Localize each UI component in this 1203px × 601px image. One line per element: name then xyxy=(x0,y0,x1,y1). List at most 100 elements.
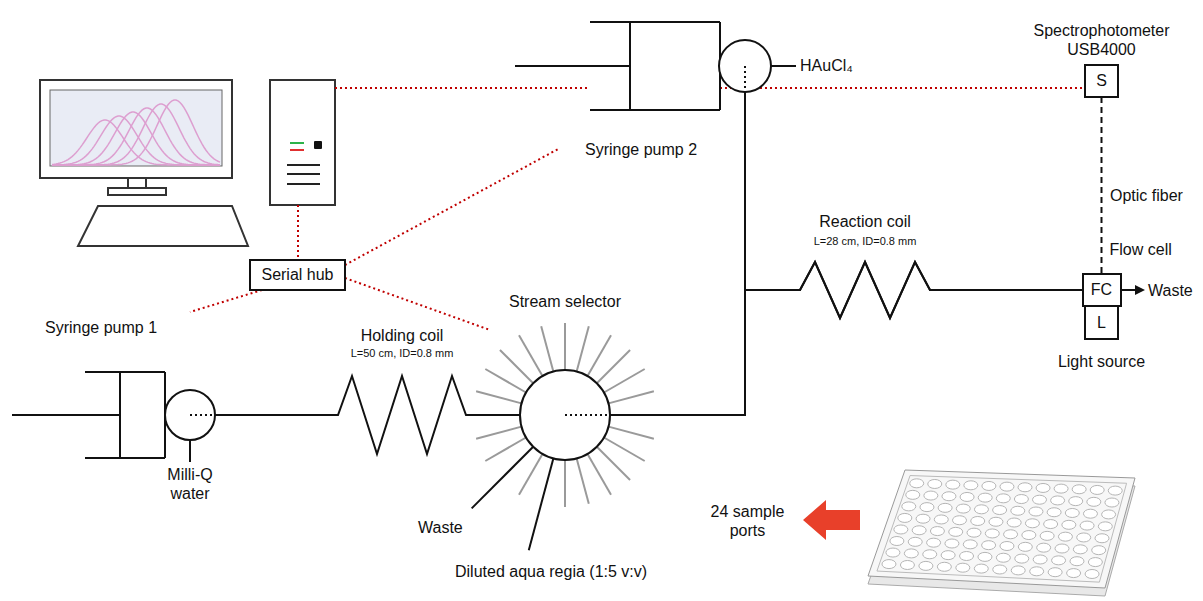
well-plate xyxy=(1080,521,1094,530)
selector-valve-outline xyxy=(520,370,610,460)
selector-port xyxy=(472,447,534,509)
well-plate xyxy=(900,560,914,569)
computer-tower xyxy=(290,149,304,151)
well-plate xyxy=(934,515,948,524)
annotation-label: Waste xyxy=(418,518,463,537)
selector-port xyxy=(608,391,653,403)
spectrum-curve xyxy=(52,100,220,165)
tubing xyxy=(1135,285,1145,295)
selector-valve-outline xyxy=(520,370,610,460)
instrument-box-outline xyxy=(1085,65,1118,97)
annotation-label: Reaction coil xyxy=(805,212,925,231)
well-plate xyxy=(919,561,933,570)
well-plate xyxy=(974,505,988,514)
selector-port xyxy=(541,326,553,371)
well-plate xyxy=(960,492,974,501)
computer-monitor xyxy=(50,90,222,166)
hub-box-outline xyxy=(250,260,345,290)
selector-port xyxy=(608,427,653,439)
selector-port xyxy=(597,350,630,383)
selector-port xyxy=(604,369,645,393)
selector-port xyxy=(588,454,612,495)
well-plate xyxy=(953,516,967,525)
annotation-label: Holding coil xyxy=(342,326,462,345)
selector-port xyxy=(604,438,645,462)
well-plate xyxy=(1108,486,1122,495)
well-plate xyxy=(1095,534,1109,543)
well-plate xyxy=(945,539,959,548)
well-plate xyxy=(1090,485,1104,494)
computer-tower xyxy=(287,164,320,166)
selector-port xyxy=(564,460,566,507)
flow-cell-box-outline xyxy=(1083,274,1121,306)
well-plate xyxy=(1036,483,1050,492)
well-plate xyxy=(971,516,985,525)
well-plate xyxy=(1073,545,1087,554)
well-plate xyxy=(1054,484,1068,493)
selector-valve-outline xyxy=(565,414,610,416)
control-cable xyxy=(345,148,560,265)
computer-monitor xyxy=(108,188,166,195)
well-plate xyxy=(1065,508,1079,517)
syringe-pump-outline xyxy=(165,390,215,440)
well-plate xyxy=(927,538,941,547)
node-label: Serial hub xyxy=(250,260,345,290)
well-plate xyxy=(1070,557,1084,566)
well-plate xyxy=(928,479,942,488)
node-label: FC xyxy=(1083,274,1121,306)
well-plate xyxy=(996,494,1010,503)
well-plate xyxy=(1105,498,1119,507)
well-plate xyxy=(1029,507,1043,516)
well-plate xyxy=(1014,495,1028,504)
well-plate xyxy=(1088,558,1102,567)
syringe-pump-outline xyxy=(12,414,120,416)
well-plate xyxy=(963,540,977,549)
spectrum-curve xyxy=(52,112,220,165)
well-plate xyxy=(898,513,912,522)
well-plate xyxy=(1085,569,1099,578)
computer-tower xyxy=(314,141,322,149)
syringe-pump-outline xyxy=(119,372,121,458)
well-plate xyxy=(964,481,978,490)
well-plate xyxy=(978,493,992,502)
control-cable xyxy=(345,278,490,330)
well-plate xyxy=(904,549,918,558)
computer-monitor xyxy=(128,178,146,188)
well-plate xyxy=(1044,520,1058,529)
well-plate xyxy=(1077,533,1091,542)
well-plate xyxy=(938,503,952,512)
node-label: Stream selector xyxy=(495,292,635,311)
syringe-pump: Syringe pump 2 xyxy=(515,20,771,162)
spectrum-curve xyxy=(52,104,220,165)
annotation-label: Waste xyxy=(1148,281,1193,300)
well-plate xyxy=(1011,566,1025,575)
well-plate xyxy=(1048,568,1062,577)
well-plate xyxy=(886,548,900,557)
annotation-label: L=28 cm, ID=0.8 mm xyxy=(795,235,935,248)
well-plate xyxy=(1022,531,1036,540)
well-plate xyxy=(993,565,1007,574)
well-plate xyxy=(1069,497,1083,506)
selector-port xyxy=(519,335,543,376)
keyboard xyxy=(78,206,248,246)
control-cable xyxy=(190,290,262,312)
well-plate xyxy=(1025,519,1039,528)
well-plate xyxy=(1033,495,1047,504)
serial-cable xyxy=(297,205,299,260)
well-plate xyxy=(960,552,974,561)
spectrum-curve xyxy=(52,108,220,165)
well-plate xyxy=(967,528,981,537)
well-plate xyxy=(1083,509,1097,518)
well-plate xyxy=(1000,542,1014,551)
well-plate xyxy=(1067,569,1081,578)
annotation-label: Diluted aqua regia (1:5 v:v) xyxy=(455,562,647,581)
fluid-line xyxy=(215,376,520,454)
well-plate xyxy=(920,503,934,512)
node-label: Syringe pump 2 xyxy=(585,140,697,159)
tubing xyxy=(190,66,1145,462)
well-plate xyxy=(908,537,922,546)
selector-port xyxy=(564,323,566,370)
well-plate xyxy=(1102,510,1116,519)
well-plate xyxy=(1051,496,1065,505)
